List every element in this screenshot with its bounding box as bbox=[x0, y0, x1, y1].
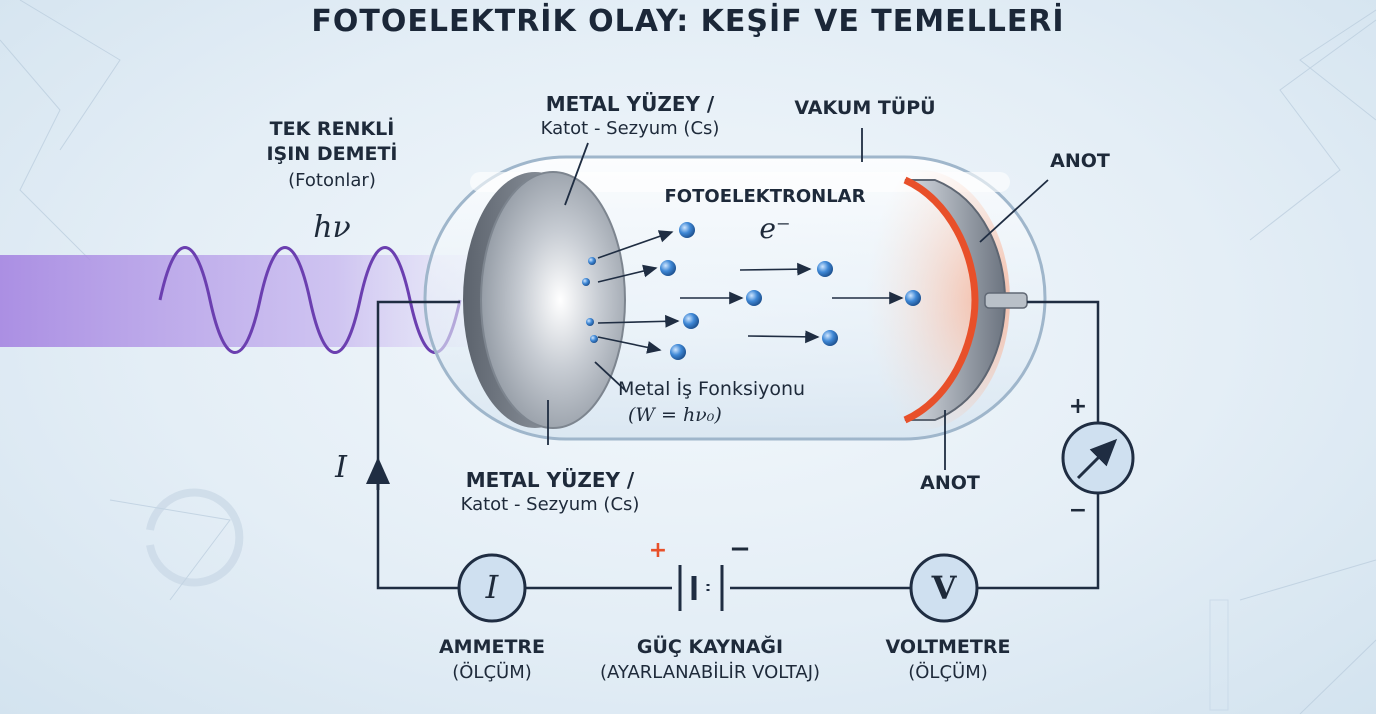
meter-plus-sign: + bbox=[1068, 394, 1088, 419]
current-symbol: I bbox=[335, 450, 347, 485]
ammeter-symbol: I bbox=[485, 568, 499, 606]
page-title: FOTOELEKTRİK OLAY: KEŞİF VE TEMELLERİ bbox=[311, 4, 1065, 39]
power-supply-label: GÜÇ KAYNAĞI bbox=[636, 636, 784, 658]
electron-group bbox=[582, 222, 921, 360]
ammeter-sub-label: (ÖLÇÜM) bbox=[452, 662, 532, 683]
right-meter bbox=[1061, 421, 1135, 495]
cathode-disc bbox=[463, 171, 626, 429]
electron-trajectory-arrow bbox=[739, 262, 812, 276]
electron-trajectory-arrow bbox=[597, 264, 658, 283]
work-function-label: Metal İş Fonksiyonu bbox=[618, 378, 806, 400]
battery-plus-sign: + bbox=[648, 538, 668, 563]
anode-label-top: ANOT bbox=[1050, 150, 1110, 172]
ammeter-label: AMMETRE bbox=[438, 636, 546, 658]
photon-wave bbox=[158, 246, 462, 354]
battery-minus-sign: − bbox=[729, 534, 751, 564]
emitted-electron-dot bbox=[590, 335, 598, 343]
power-supply-sub-label: (AYARLANABİLİR VOLTAJ) bbox=[599, 662, 821, 683]
photoelectron bbox=[746, 290, 762, 306]
photoelectron bbox=[822, 330, 838, 346]
emitted-electron-dot bbox=[586, 318, 594, 326]
battery-symbol bbox=[678, 565, 724, 611]
photoelectron bbox=[679, 222, 695, 238]
light-beam-label-line3: (Fotonlar) bbox=[288, 170, 376, 191]
cathode-label-bottom-line1: METAL YÜZEY / bbox=[465, 468, 635, 492]
electron-trajectory-arrow bbox=[597, 336, 662, 354]
circuit-wire bbox=[376, 300, 1100, 590]
photoelectron bbox=[905, 290, 921, 306]
photoelectron bbox=[817, 261, 833, 277]
meter-minus-sign: − bbox=[1068, 498, 1088, 523]
anode-plate bbox=[903, 176, 1028, 424]
leader-lines bbox=[547, 128, 1049, 470]
emitted-electron-dot bbox=[588, 257, 596, 265]
voltmeter-sub-label: (ÖLÇÜM) bbox=[908, 662, 988, 683]
emitted-electron-dot bbox=[582, 278, 590, 286]
photoelectrons-label: FOTOELEKTRONLAR bbox=[664, 186, 866, 207]
electron-trajectory-arrow bbox=[747, 330, 820, 344]
electron-trajectory-arrow bbox=[597, 314, 680, 328]
ammeter-circle bbox=[457, 553, 527, 623]
photoelectron bbox=[683, 313, 699, 329]
tube-highlight bbox=[470, 172, 1010, 192]
vacuum-tube-label: VAKUM TÜPÜ bbox=[794, 97, 936, 119]
light-beam-label-line1: TEK RENKLİ bbox=[269, 118, 395, 140]
voltmeter-label: VOLTMETRE bbox=[885, 636, 1011, 658]
cathode-label-bottom-line2: Katot - Sezyum (Cs) bbox=[460, 494, 640, 515]
anode-label-bottom: ANOT bbox=[920, 472, 980, 494]
cathode-label-top-line1: METAL YÜZEY / bbox=[545, 92, 715, 116]
light-beam-label-line2: IŞIN DEMETİ bbox=[266, 143, 398, 165]
photoelectron bbox=[660, 260, 676, 276]
cathode-label-top-line2: Katot - Sezyum (Cs) bbox=[540, 118, 720, 139]
photoelectron bbox=[670, 344, 686, 360]
voltmeter-symbol: V bbox=[931, 569, 957, 607]
work-function-formula: (W = hν₀) bbox=[628, 404, 722, 426]
electron-trajectory-arrow bbox=[597, 230, 674, 259]
voltmeter-circle bbox=[909, 553, 979, 623]
photon-energy-symbol: hν bbox=[313, 210, 351, 245]
electron-symbol: e⁻ bbox=[759, 212, 791, 245]
